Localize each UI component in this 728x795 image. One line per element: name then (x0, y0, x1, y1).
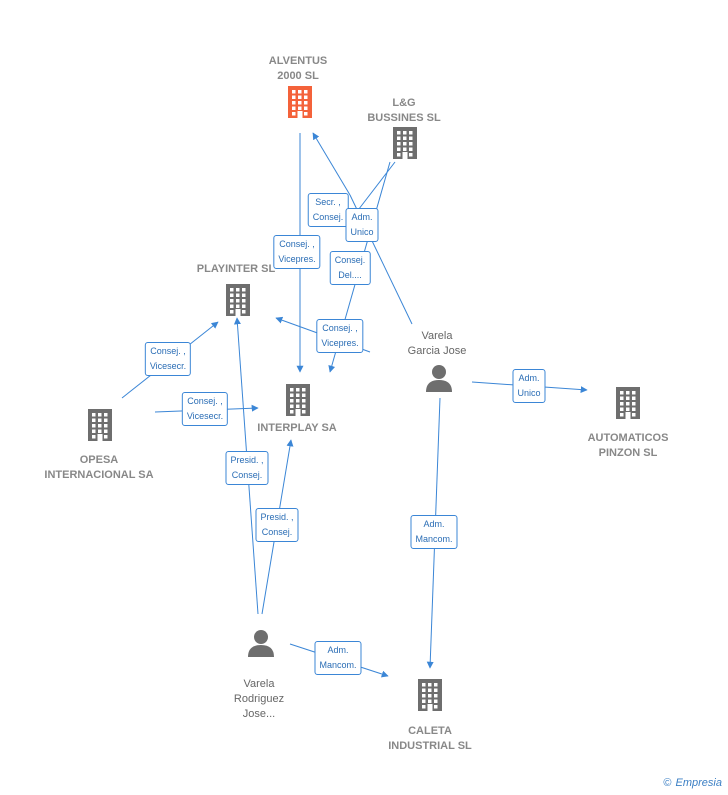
person-icon[interactable] (426, 365, 452, 392)
brand-watermark: ©Empresia (663, 777, 722, 789)
edge-label[interactable]: Adm. Unico (345, 208, 379, 242)
building-icon[interactable] (286, 384, 310, 416)
edge-label[interactable]: Presid. , Consej. (225, 451, 269, 485)
node-label-automaticos[interactable]: AUTOMATICOS PINZON SL (587, 432, 669, 459)
edge-label[interactable]: Presid. , Consej. (255, 508, 299, 542)
edge-label[interactable]: Adm. Mancom. (314, 641, 362, 675)
building-icon[interactable] (393, 127, 417, 159)
node-label-playinter[interactable]: PLAYINTER SL (196, 263, 276, 275)
node-label-varela-garcia[interactable]: Varela Garcia Jose (407, 330, 467, 357)
edge-label[interactable]: Adm. Unico (512, 369, 546, 403)
node-label-varela-rodriguez[interactable]: Varela Rodriguez Jose... (233, 678, 285, 720)
brand-name: Empresia (675, 777, 722, 789)
node-label-opesa[interactable]: OPESA INTERNACIONAL SA (44, 454, 154, 481)
building-icon[interactable] (418, 679, 442, 711)
node-label-caleta[interactable]: CALETA INDUSTRIAL SL (388, 725, 472, 752)
copyright-icon: © (663, 777, 672, 789)
building-icon[interactable] (226, 284, 250, 316)
person-icon[interactable] (248, 630, 274, 657)
building-icon[interactable] (288, 86, 312, 118)
building-icon[interactable] (616, 387, 640, 419)
node-label-alventus[interactable]: ALVENTUS 2000 SL (268, 55, 328, 82)
edge-label[interactable]: Adm. Mancom. (410, 515, 458, 549)
edge-label[interactable]: Consej. , Vicesecr. (181, 392, 229, 426)
node-icons (88, 86, 640, 711)
edge-label[interactable]: Consej. Del.... (329, 251, 371, 285)
edge-label[interactable]: Consej. , Vicesecr. (144, 342, 192, 376)
edge-label[interactable]: Consej. , Vicepres. (316, 319, 364, 353)
edge-label[interactable]: Consej. , Vicepres. (273, 235, 321, 269)
edge-line (312, 132, 351, 196)
node-label-interplay[interactable]: INTERPLAY SA (257, 422, 337, 434)
node-label-lg[interactable]: L&G BUSSINES SL (367, 97, 441, 124)
edge-label[interactable]: Secr. , Consej. (307, 193, 349, 227)
building-icon[interactable] (88, 409, 112, 441)
